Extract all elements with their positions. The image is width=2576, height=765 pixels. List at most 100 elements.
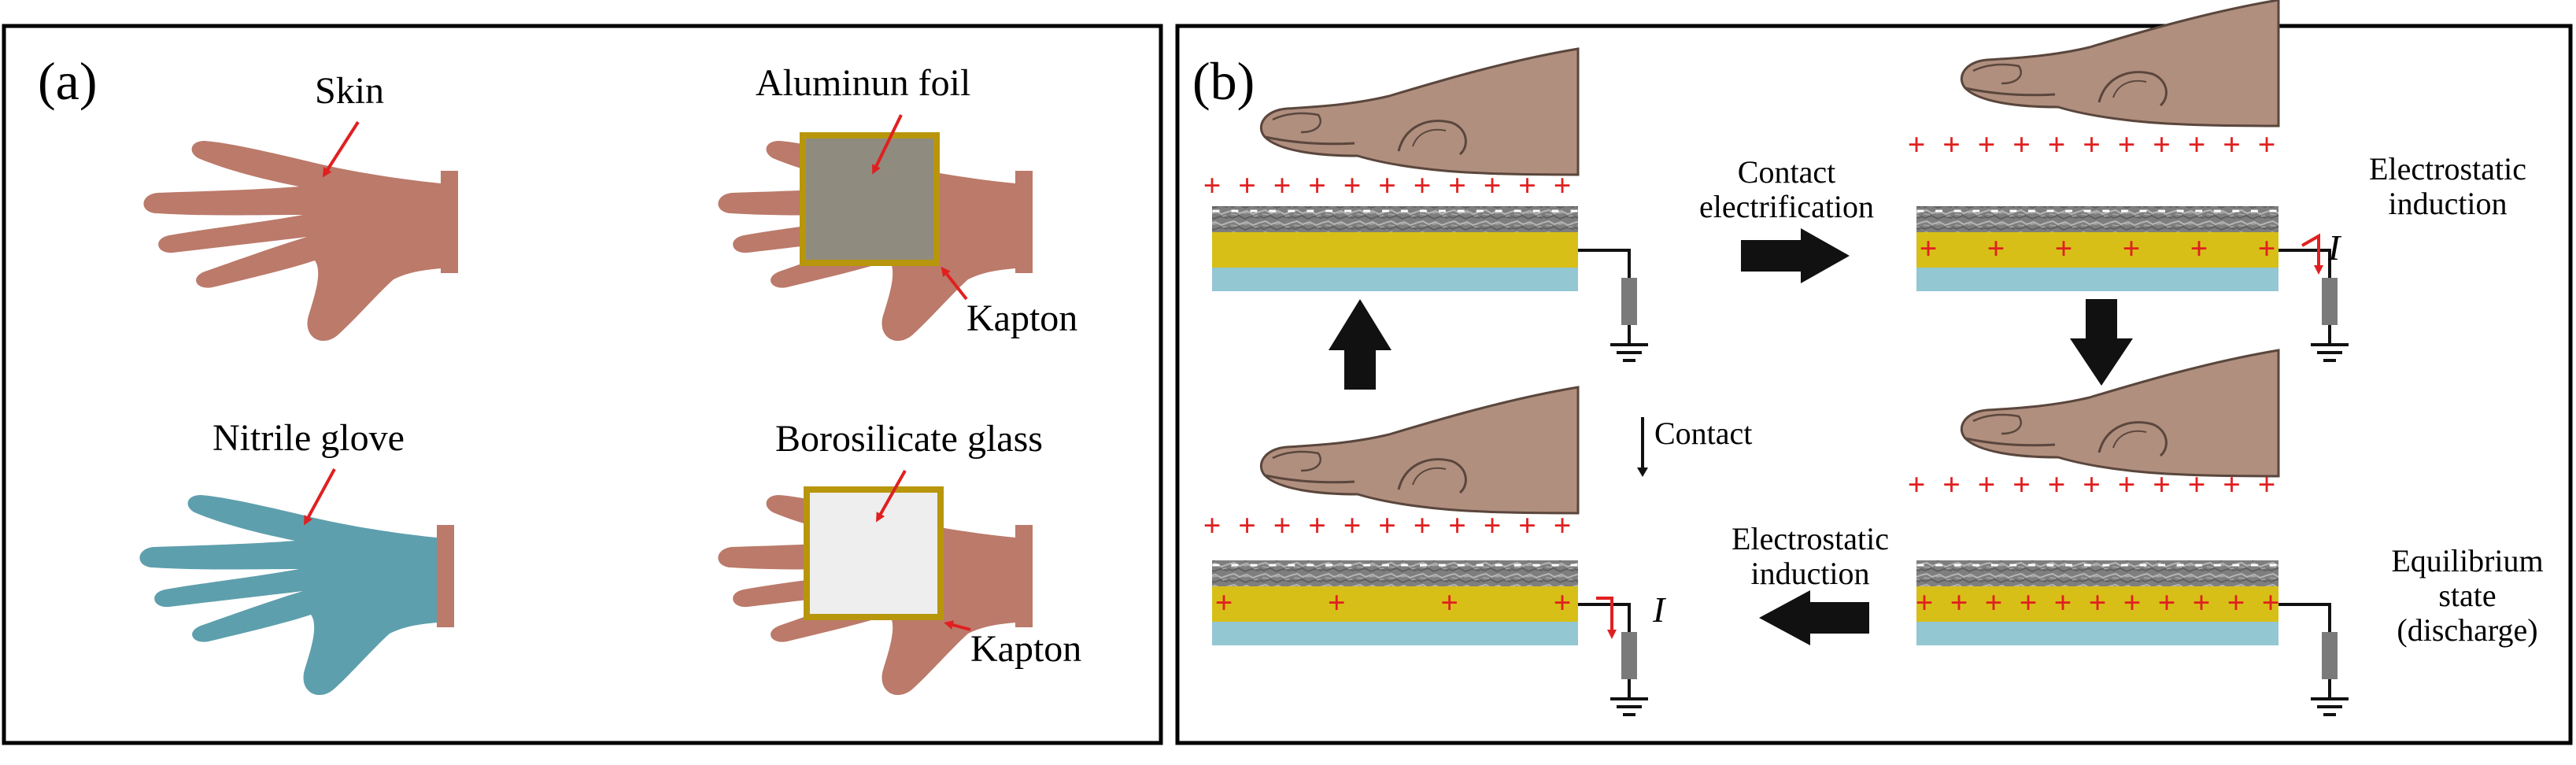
positive-charge: +	[1440, 585, 1458, 620]
negative-charge: -	[1935, 194, 1943, 224]
negative-charge: -	[1325, 549, 1333, 578]
dielectric-negative-charges: --------------------	[1211, 194, 1578, 224]
negative-charge: -	[2046, 549, 2054, 578]
negative-charge: -	[2194, 549, 2203, 578]
positive-charge: +	[1378, 168, 1396, 203]
triboelectric-stack	[1916, 206, 2278, 291]
dielectric-negative-charges: --------------------	[1916, 194, 2277, 224]
positive-charge: +	[2153, 467, 2171, 502]
negative-charge: -	[1438, 549, 1447, 578]
negative-charge: -	[1287, 194, 1295, 224]
positive-charge: +	[1203, 508, 1221, 543]
positive-charge: +	[2012, 467, 2031, 502]
negative-charge: -	[1268, 194, 1277, 224]
state-approaching: +++++++++++ -------------------- ++++ I	[1203, 386, 1667, 716]
negative-charge: -	[1381, 194, 1390, 224]
nitrile-label: Nitrile glove	[213, 417, 405, 459]
arrow-up	[1329, 299, 1391, 390]
negative-charge: -	[2064, 194, 2073, 224]
positive-charge: +	[1942, 127, 1961, 162]
dielectric-negative-charges: --------------------	[1916, 549, 2277, 578]
negative-charge: -	[1569, 194, 1578, 224]
negative-charge: -	[1916, 549, 1924, 578]
negative-charge: -	[2213, 194, 2222, 224]
negative-charge: -	[2083, 549, 2092, 578]
positive-charge: +	[2223, 127, 2241, 162]
positive-charge: +	[2089, 585, 2107, 620]
positive-charge: +	[2153, 127, 2171, 162]
positive-charge: +	[1378, 508, 1396, 543]
resistor	[1621, 632, 1637, 679]
state-separating: +++++++++++ -------------------- ++++++ …	[1908, 0, 2349, 362]
negative-charge: -	[2083, 194, 2092, 224]
positive-charge: +	[1273, 508, 1292, 543]
negative-charge: -	[2268, 194, 2277, 224]
positive-charge: +	[1518, 508, 1536, 543]
negative-charge: -	[2250, 549, 2259, 578]
current-label-top: I	[2327, 227, 2342, 268]
resistor	[2322, 278, 2338, 325]
positive-charge: +	[2118, 127, 2136, 162]
negative-charge: -	[2120, 549, 2129, 578]
negative-charge: -	[1476, 549, 1484, 578]
negative-charge: -	[1457, 549, 1465, 578]
negative-charge: -	[1972, 194, 1980, 224]
negative-charge: -	[1400, 194, 1409, 224]
skin-pointer-arrow	[322, 120, 360, 178]
positive-charge: +	[1343, 168, 1362, 203]
panel-a: (a) Skin Aluminun foil Kapton Nitrile gl…	[2, 24, 1163, 745]
positive-charge: +	[2083, 467, 2101, 502]
negative-charge: -	[2009, 194, 2017, 224]
aluminum-foil-patch	[800, 132, 940, 266]
kapton-pointer-arrow-1	[941, 266, 968, 301]
negative-charge: -	[1990, 549, 1999, 578]
positive-charge: +	[2123, 231, 2141, 266]
negative-charge: -	[2231, 194, 2240, 224]
negative-charge: -	[2009, 549, 2017, 578]
kapton-pointer-arrow-2	[944, 620, 971, 631]
positive-charge: +	[1916, 585, 1934, 620]
triboelectric-stack	[1212, 560, 1578, 645]
triboelectric-stack	[1916, 560, 2278, 645]
equilibrium-label: Equilibrium state (discharge)	[2391, 543, 2543, 648]
negative-charge: -	[2250, 194, 2259, 224]
positive-charge: +	[1554, 508, 1572, 543]
negative-charge: -	[1532, 549, 1540, 578]
dielectric-negative-charges: --------------------	[1211, 549, 1578, 578]
positive-charge: +	[1920, 231, 1938, 266]
positive-charge: +	[2258, 467, 2276, 502]
positive-charge: +	[2190, 231, 2208, 266]
ground-circuit	[2278, 249, 2349, 362]
negative-charge: -	[1211, 549, 1220, 578]
negative-charge: -	[1362, 194, 1371, 224]
positive-charge: +	[1908, 467, 1926, 502]
positive-charge: +	[1448, 508, 1466, 543]
equilibrium-line-1: Equilibrium	[2391, 543, 2543, 578]
skin-positive-charges: +++++++++++	[1203, 508, 1572, 543]
negative-charge: -	[1419, 549, 1428, 578]
positive-charge: +	[1985, 585, 2003, 620]
positive-charge: +	[2158, 585, 2176, 620]
negative-charge: -	[1230, 194, 1239, 224]
positive-charge: +	[1328, 585, 1346, 620]
negative-charge: -	[2157, 549, 2166, 578]
negative-charge: -	[1476, 194, 1484, 224]
negative-charge: -	[2027, 549, 2036, 578]
positive-charge: +	[2258, 127, 2276, 162]
positive-charge: +	[1448, 168, 1466, 203]
resistor	[1621, 278, 1637, 325]
positive-charge: +	[1273, 168, 1292, 203]
contact-electrification-label: Contact electrification	[1699, 154, 1874, 224]
negative-charge: -	[1211, 194, 1220, 224]
positive-charge: +	[2227, 585, 2245, 620]
negative-charge: -	[2268, 549, 2277, 578]
positive-charge: +	[1978, 127, 1996, 162]
arrow-right	[1741, 228, 1850, 283]
positive-charge: +	[2258, 231, 2276, 266]
negative-charge: -	[1990, 194, 1999, 224]
positive-charge: +	[1518, 168, 1536, 203]
positive-charge: +	[2055, 231, 2073, 266]
resistor	[2322, 632, 2338, 679]
wire	[1578, 249, 1631, 278]
current-arrow-up	[2301, 233, 2323, 275]
